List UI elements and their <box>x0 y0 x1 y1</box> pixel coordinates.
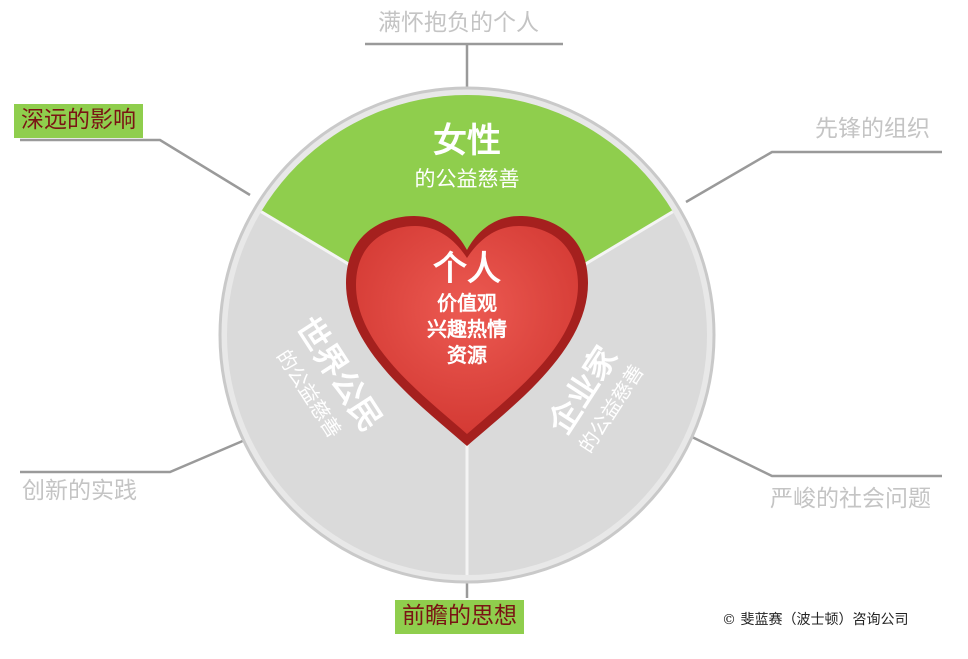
connector-top <box>365 42 563 90</box>
label-top-right: 先锋的组织 <box>815 116 930 142</box>
label-bottom-left: 创新的实践 <box>22 478 137 504</box>
connector-bottom-right <box>689 434 942 478</box>
connector-top-left <box>20 138 251 197</box>
connector-top-right <box>685 150 942 204</box>
center-line-3: 资源 <box>447 343 487 367</box>
sector-top-subtitle: 的公益慈善 <box>415 167 520 191</box>
label-bottom: 前瞻的思想 <box>395 600 524 634</box>
connector-bottom-left <box>20 438 246 474</box>
sector-top-title: 女性 <box>433 121 501 161</box>
copyright: © 斐蓝赛（波士顿）咨询公司 <box>722 612 909 628</box>
center-line-2: 兴趣热情 <box>427 317 507 341</box>
label-top-left: 深远的影响 <box>14 104 143 138</box>
label-top: 满怀抱负的个人 <box>378 10 539 36</box>
label-bottom-right: 严峻的社会问题 <box>770 486 931 512</box>
center-title: 个人 <box>433 249 501 289</box>
sector-top-woman <box>227 95 707 335</box>
center-line-1: 价值观 <box>437 291 497 315</box>
heart <box>356 226 578 434</box>
